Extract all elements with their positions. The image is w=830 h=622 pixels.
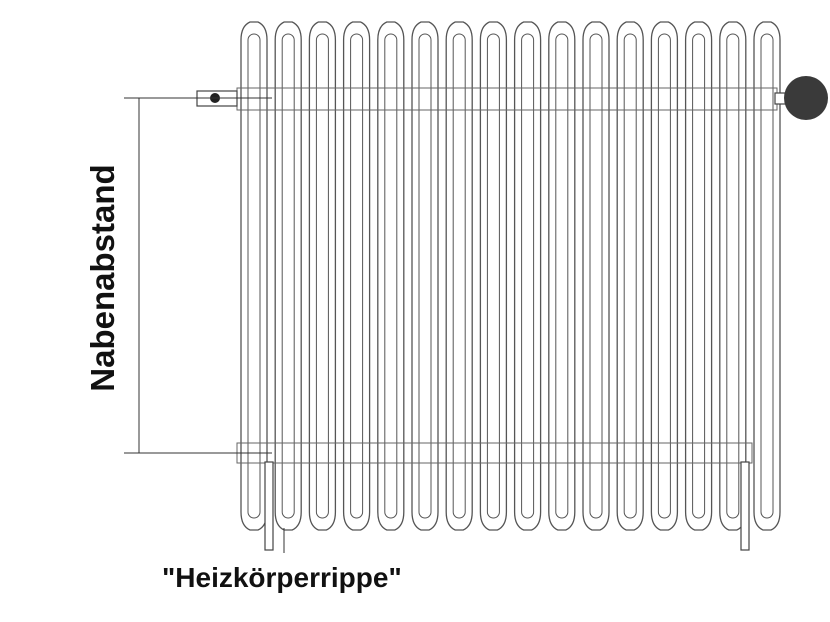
- radiator-rib-tube: [692, 33, 706, 519]
- radiator-rib-tube: [486, 33, 500, 519]
- radiator-rib-tube: [726, 33, 740, 519]
- radiator-rib-tube: [555, 33, 569, 519]
- radiator-rib: [650, 21, 679, 531]
- radiator-rib: [719, 21, 747, 531]
- radiator-rib-tube: [384, 33, 398, 519]
- hub-distance-label: Nabenabstand: [84, 164, 121, 392]
- radiator-rib-label: "Heizkörperrippe": [162, 562, 402, 593]
- radiator-rib: [274, 21, 302, 531]
- radiator-rib: [308, 21, 337, 531]
- left-foot: [264, 461, 274, 551]
- radiator-rib: [548, 21, 576, 531]
- radiator-rib: [411, 21, 439, 531]
- radiator-rib-tube: [760, 33, 774, 519]
- radiator-rib: [377, 21, 405, 531]
- radiator-rib: [582, 21, 610, 531]
- radiator-rib-tube: [418, 33, 432, 519]
- radiator-rib-tube: [315, 33, 329, 519]
- radiator-rib: [684, 21, 713, 531]
- radiator-rib: [342, 21, 371, 531]
- radiator-rib: [616, 21, 644, 531]
- radiator-rib-tube: [247, 33, 261, 519]
- right-foot: [740, 461, 750, 551]
- radiator-rib: [445, 21, 473, 531]
- radiator-rib-tube: [623, 33, 637, 519]
- radiator-rib-tube: [350, 33, 364, 519]
- radiator-ribs: [240, 21, 781, 531]
- radiator-rib-tube: [452, 33, 466, 519]
- radiator-rib: [513, 21, 542, 531]
- radiator-rib-tube: [281, 33, 295, 519]
- radiator-rib-tube: [657, 33, 671, 519]
- valve-knob-icon: [784, 76, 828, 120]
- radiator-rib-tube: [521, 33, 535, 519]
- radiator-rib-tube: [589, 33, 603, 519]
- radiator-rib: [479, 21, 508, 531]
